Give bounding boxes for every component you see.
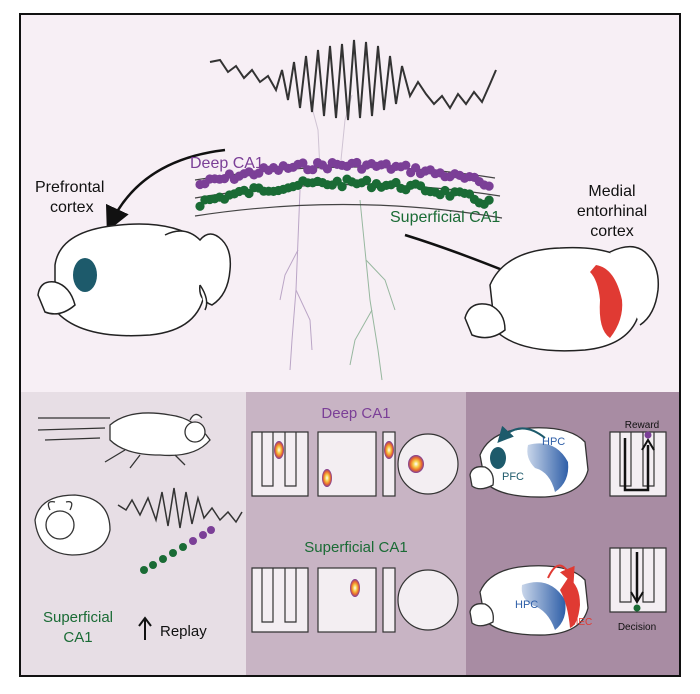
deep-cell bbox=[401, 160, 411, 170]
mec-small-region bbox=[560, 578, 580, 628]
medial-label-line3: cortex bbox=[590, 223, 634, 240]
decision-label: Decision bbox=[618, 622, 656, 633]
deep-cell bbox=[352, 157, 362, 168]
brain-right bbox=[464, 246, 660, 352]
reward-maze bbox=[609, 431, 667, 497]
prefrontal-label-line2: cortex bbox=[50, 199, 94, 216]
superficial-cell bbox=[484, 195, 494, 205]
brain-left bbox=[37, 223, 232, 337]
decision-dot bbox=[633, 604, 641, 612]
arrow-hpc-to-pfc bbox=[497, 425, 546, 443]
superficial-cell bbox=[362, 175, 372, 185]
deep-cell bbox=[298, 158, 308, 168]
superficial-cell bbox=[195, 201, 205, 211]
place-field-superficial bbox=[350, 579, 360, 597]
hpc-region-bottom bbox=[521, 582, 566, 630]
pfc-small-region bbox=[490, 447, 506, 469]
hpc-label-bottom: HPC bbox=[515, 599, 538, 611]
left-superficial-label-line1: Superficial bbox=[43, 609, 113, 626]
prefrontal-label-line1: Prefrontal bbox=[35, 179, 104, 196]
replay-cell bbox=[207, 526, 215, 534]
mec-region bbox=[590, 265, 623, 338]
ca1-band-bottom bbox=[194, 203, 503, 219]
place-fields-deep bbox=[274, 441, 424, 487]
superficial-ca1-label: Superficial CA1 bbox=[390, 209, 500, 226]
reward-label: Reward bbox=[625, 420, 659, 431]
brain-pfc-hpc bbox=[469, 427, 589, 498]
running-mouse-icon bbox=[37, 412, 211, 469]
replay-cell bbox=[159, 555, 167, 563]
middle-deep-label: Deep CA1 bbox=[321, 405, 390, 422]
middle-superficial-label: Superficial CA1 bbox=[304, 539, 407, 556]
deep-cell bbox=[484, 181, 494, 191]
deep-ca1-cells bbox=[195, 157, 494, 191]
left-superficial-label-line2: CA1 bbox=[63, 629, 92, 646]
medial-label-line2: entorhinal bbox=[577, 203, 647, 220]
replay-cell bbox=[189, 537, 197, 545]
reward-dot bbox=[644, 431, 652, 439]
superficial-cell bbox=[337, 182, 347, 192]
figure-border bbox=[19, 13, 681, 677]
sleep-lfp-trace bbox=[117, 487, 243, 529]
pfc-label: PFC bbox=[502, 471, 524, 483]
replay-cell bbox=[179, 543, 187, 551]
brain-hpc-mec bbox=[469, 565, 589, 636]
pfc-region bbox=[73, 258, 97, 292]
decision-path-arrow bbox=[630, 591, 644, 604]
hpc-label-top: HPC bbox=[542, 436, 565, 448]
deep-cell bbox=[308, 165, 318, 175]
up-arrow-icon bbox=[138, 616, 152, 640]
reward-path-arrow bbox=[641, 438, 655, 451]
arrow-hpc-to-mec bbox=[547, 564, 575, 584]
replay-cell bbox=[140, 566, 148, 574]
sleeping-mouse-icon bbox=[34, 494, 111, 556]
deep-ca1-label: Deep CA1 bbox=[190, 155, 264, 172]
medial-label-line1: Medial bbox=[588, 183, 635, 200]
reward-path bbox=[623, 438, 650, 492]
arrow-to-prefrontal bbox=[105, 148, 226, 232]
superficial-ca1-cells bbox=[195, 174, 494, 211]
maze-set-deep bbox=[251, 431, 459, 497]
replay-cell bbox=[169, 549, 177, 557]
lfp-trace bbox=[209, 39, 497, 121]
hpc-region-top bbox=[527, 443, 569, 492]
replay-cell bbox=[199, 531, 207, 539]
deep-cell bbox=[322, 164, 332, 174]
mec-label: MEC bbox=[570, 617, 592, 628]
replay-label: Replay bbox=[160, 623, 207, 640]
replay-cell bbox=[149, 561, 157, 569]
replay-sequence bbox=[140, 526, 215, 574]
maze-set-superficial bbox=[251, 567, 459, 633]
